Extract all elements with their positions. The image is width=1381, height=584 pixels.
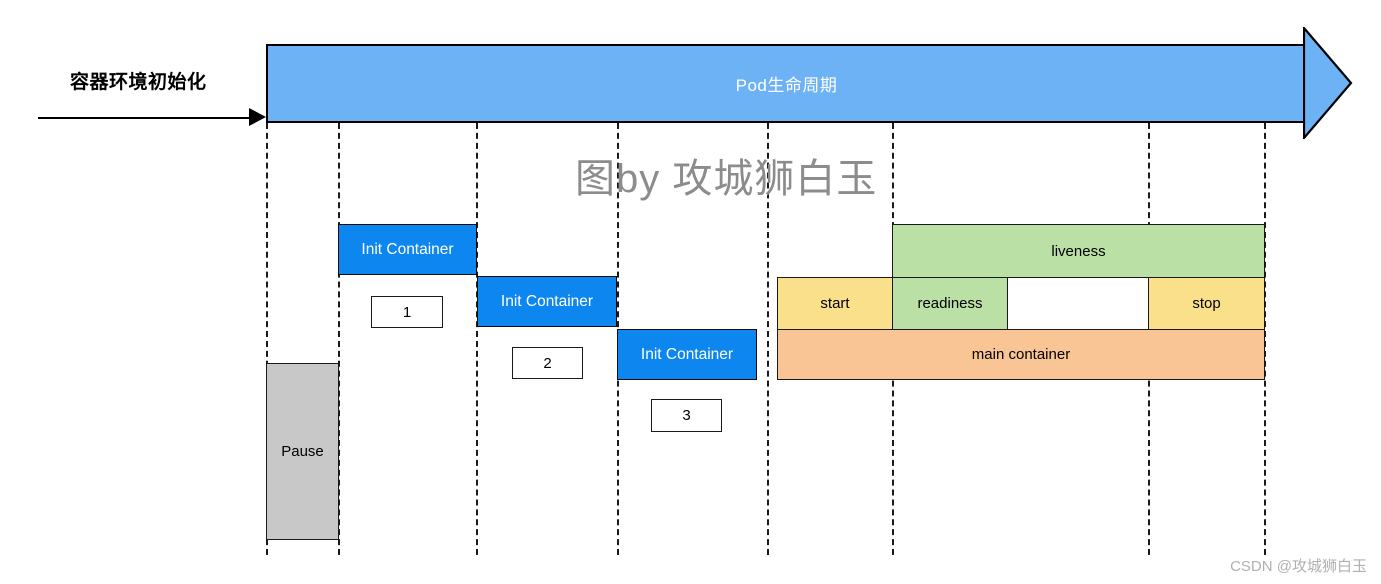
container-env-init-label: 容器环境初始化 (70, 72, 207, 93)
liveness-box: liveness (892, 224, 1265, 278)
guide-line-1 (266, 123, 268, 555)
pod-lifecycle-arrow-head (1302, 25, 1353, 141)
pod-lifecycle-arrow-body (266, 44, 1307, 123)
main-container-box: main container (777, 329, 1265, 380)
init-container-number-3: 3 (651, 399, 722, 432)
start-box: start (777, 277, 893, 330)
guide-line-2 (338, 123, 340, 555)
init-container-number-2: 2 (512, 347, 583, 379)
center-watermark: 图by 攻城狮白玉 (575, 157, 878, 201)
guide-line-8 (1264, 123, 1266, 555)
right-arrow-icon (249, 108, 266, 126)
stop-box: stop (1148, 277, 1265, 330)
readiness-box: readiness (892, 277, 1008, 330)
init-container-box-1: Init Container (338, 224, 477, 275)
guide-line-3 (476, 123, 478, 555)
guide-line-5 (767, 123, 769, 555)
init-container-number-1: 1 (371, 296, 443, 328)
init-container-box-2: Init Container (477, 276, 617, 327)
init-container-box-3: Init Container (617, 329, 757, 380)
left-arrow-line (38, 117, 260, 119)
probe-gap-box (1007, 277, 1149, 330)
pod-lifecycle-label: Pod生命周期 (735, 76, 838, 95)
pause-box: Pause (266, 363, 339, 540)
csdn-watermark: CSDN @攻城狮白玉 (1230, 558, 1367, 575)
